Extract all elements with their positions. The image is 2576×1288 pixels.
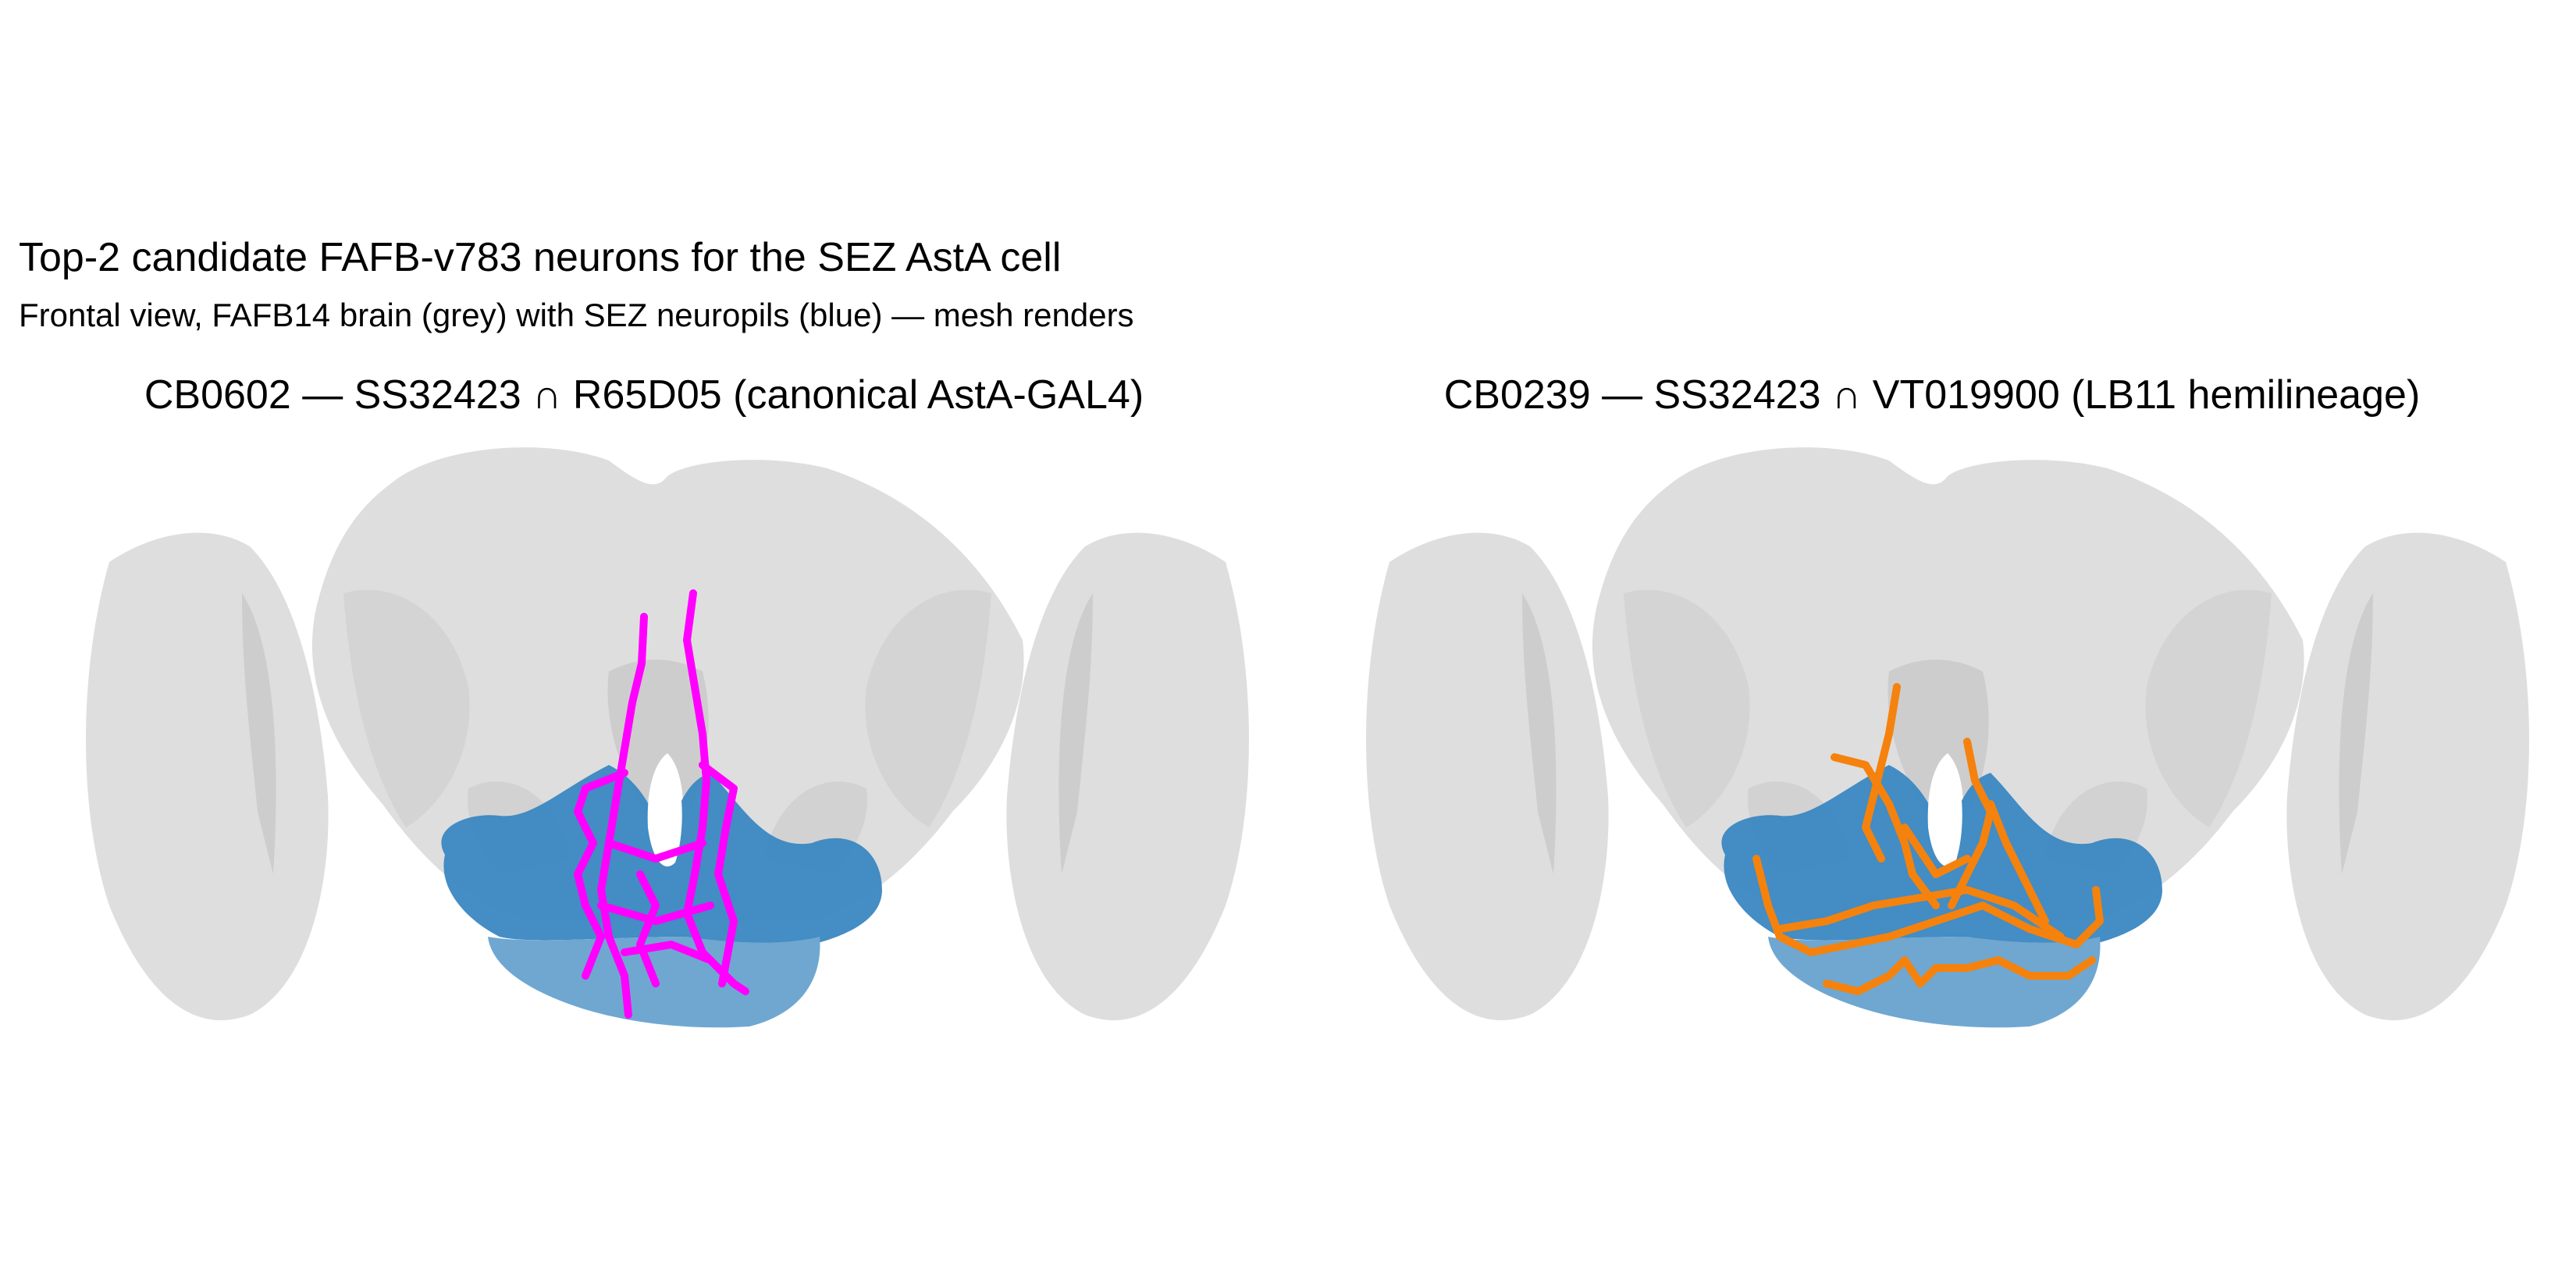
brain-render	[62, 437, 1272, 1030]
brain-render	[1343, 437, 2553, 1030]
sez-neuropils	[1721, 753, 2162, 1028]
panel-title: CB0239 — SS32423 ∩ VT019900 (LB11 hemili…	[1443, 372, 2421, 418]
neuron-skeleton-cb0602	[574, 589, 749, 1019]
figure-subtitle: Frontal view, FAFB14 brain (grey) with S…	[19, 297, 1134, 333]
panel-cb0239: CB0239 — SS32423 ∩ VT019900 (LB11 hemili…	[1288, 359, 2576, 1062]
figure-title: Top-2 candidate FAFB-v783 neurons for th…	[19, 235, 1062, 280]
panel-cb0602: CB0602 — SS32423 ∩ R65D05 (canonical Ast…	[0, 359, 1288, 1062]
brain-mesh	[1366, 447, 2529, 1021]
neuron-skeleton-cb0239	[1752, 683, 2104, 995]
panel-title: CB0602 — SS32423 ∩ R65D05 (canonical Ast…	[144, 372, 1144, 418]
